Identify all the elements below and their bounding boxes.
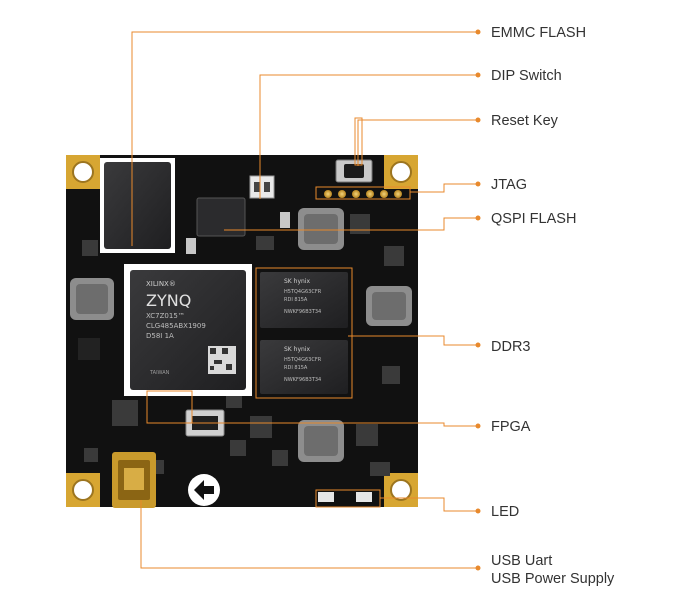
ddr-top-brand-text: SK hynix [284,278,310,285]
label-led: LED [491,504,520,520]
fpga-brand-text: XILINX® [146,280,176,288]
label-qspi-flash: QSPI FLASH [491,211,577,227]
ddr-bottom-line2-text: RDI 815A [284,365,308,371]
ddr3-chips [255,267,353,399]
arrow-logo-icon [188,474,220,506]
leader-lines [131,31,478,569]
label-usb-power-supply: USB Power Supply [491,571,615,587]
reset-key [335,159,373,183]
jtag-pads [324,190,402,198]
emmc-flash-chip [100,158,175,253]
label-dip-switch: DIP Switch [491,68,562,84]
ddr-top-line1-text: H5TQ4G63CFR [284,289,322,295]
usb-connector [112,452,156,508]
label-jtag: JTAG [491,177,527,193]
ddr-bottom-line3-text: NWKF96B3T34 [284,377,321,383]
leader-dots [475,29,481,571]
fpga-line1-text: XC7Z015™ [146,312,185,320]
label-ddr3: DDR3 [491,339,531,355]
fpga-line3-text: D58I 1A [146,332,174,340]
label-reset-key: Reset Key [491,113,558,129]
ddr-top-line2-text: RDI 815A [284,297,308,303]
label-emmc-flash: EMMC FLASH [491,25,587,41]
ddr-bottom-brand-text: SK hynix [284,346,310,353]
mounting-holes [66,155,418,507]
fpga-origin-text: TAIWAN [149,370,170,376]
ddr-top-line3-text: NWKF96B3T34 [284,309,321,315]
label-usb-uart: USB Uart [491,553,553,569]
ddr-bottom-line1-text: H5TQ4G63CFR [284,357,322,363]
inductors [70,208,412,462]
fpga-line2-text: CLG485ABX1909 [146,322,206,330]
small-components [78,212,404,476]
dip-switch [249,175,275,199]
led-indicators [318,492,372,502]
fpga-chip [124,264,252,396]
qspi-flash-chip [196,197,246,237]
fpga-name-text: ZYNQ [146,291,191,310]
label-fpga: FPGA [491,419,531,435]
